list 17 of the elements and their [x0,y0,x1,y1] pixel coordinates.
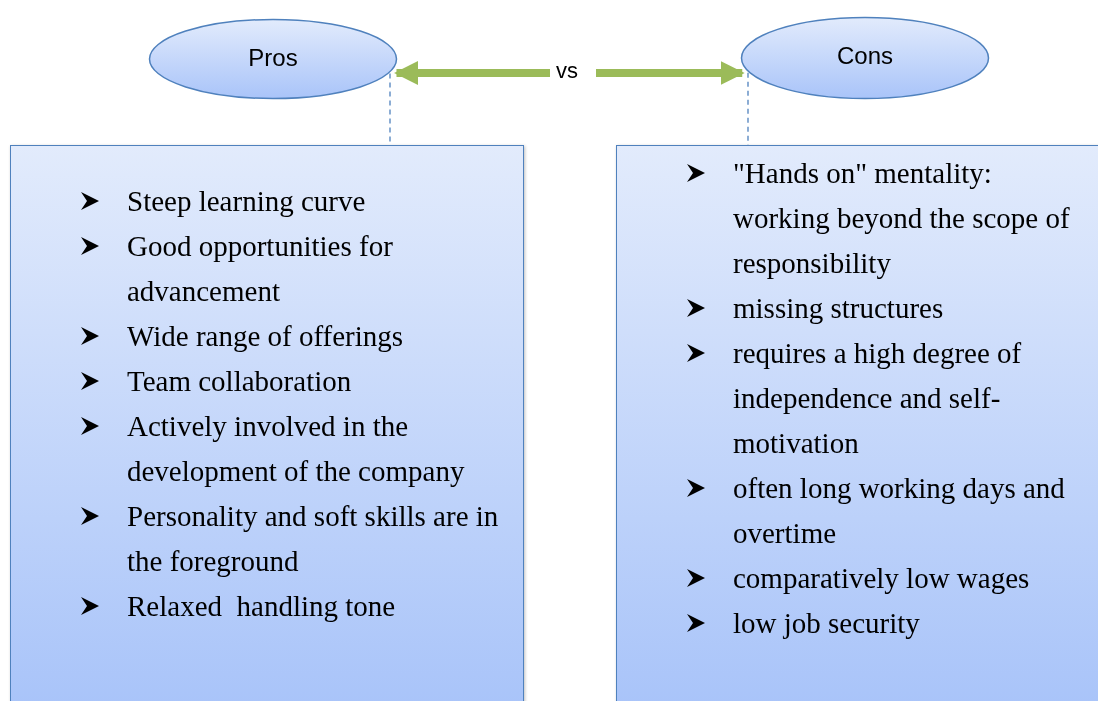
list-item: Wide range of offerings [127,319,405,354]
list-panel [10,145,524,701]
list-item: comparatively low wages [733,561,1031,596]
list-panel [616,145,1098,701]
list-item: Steep learning curve [127,184,367,219]
node-text: vs [556,58,590,88]
list-item: Good opportunities for advancement [127,229,394,309]
list-item: Team collaboration [127,364,353,399]
list-item: Relaxed handling tone [127,589,397,624]
ellipse-node [740,16,990,100]
list-item: Actively involved in the development of the company [127,409,466,489]
node-title: Cons [837,42,893,71]
list-item: low job security [733,606,921,641]
list-item: missing structures [733,291,945,326]
ellipse-node [148,18,398,100]
list-item: Personality and soft skills are in the foreground [127,499,500,579]
node-title: Pros [248,44,298,73]
